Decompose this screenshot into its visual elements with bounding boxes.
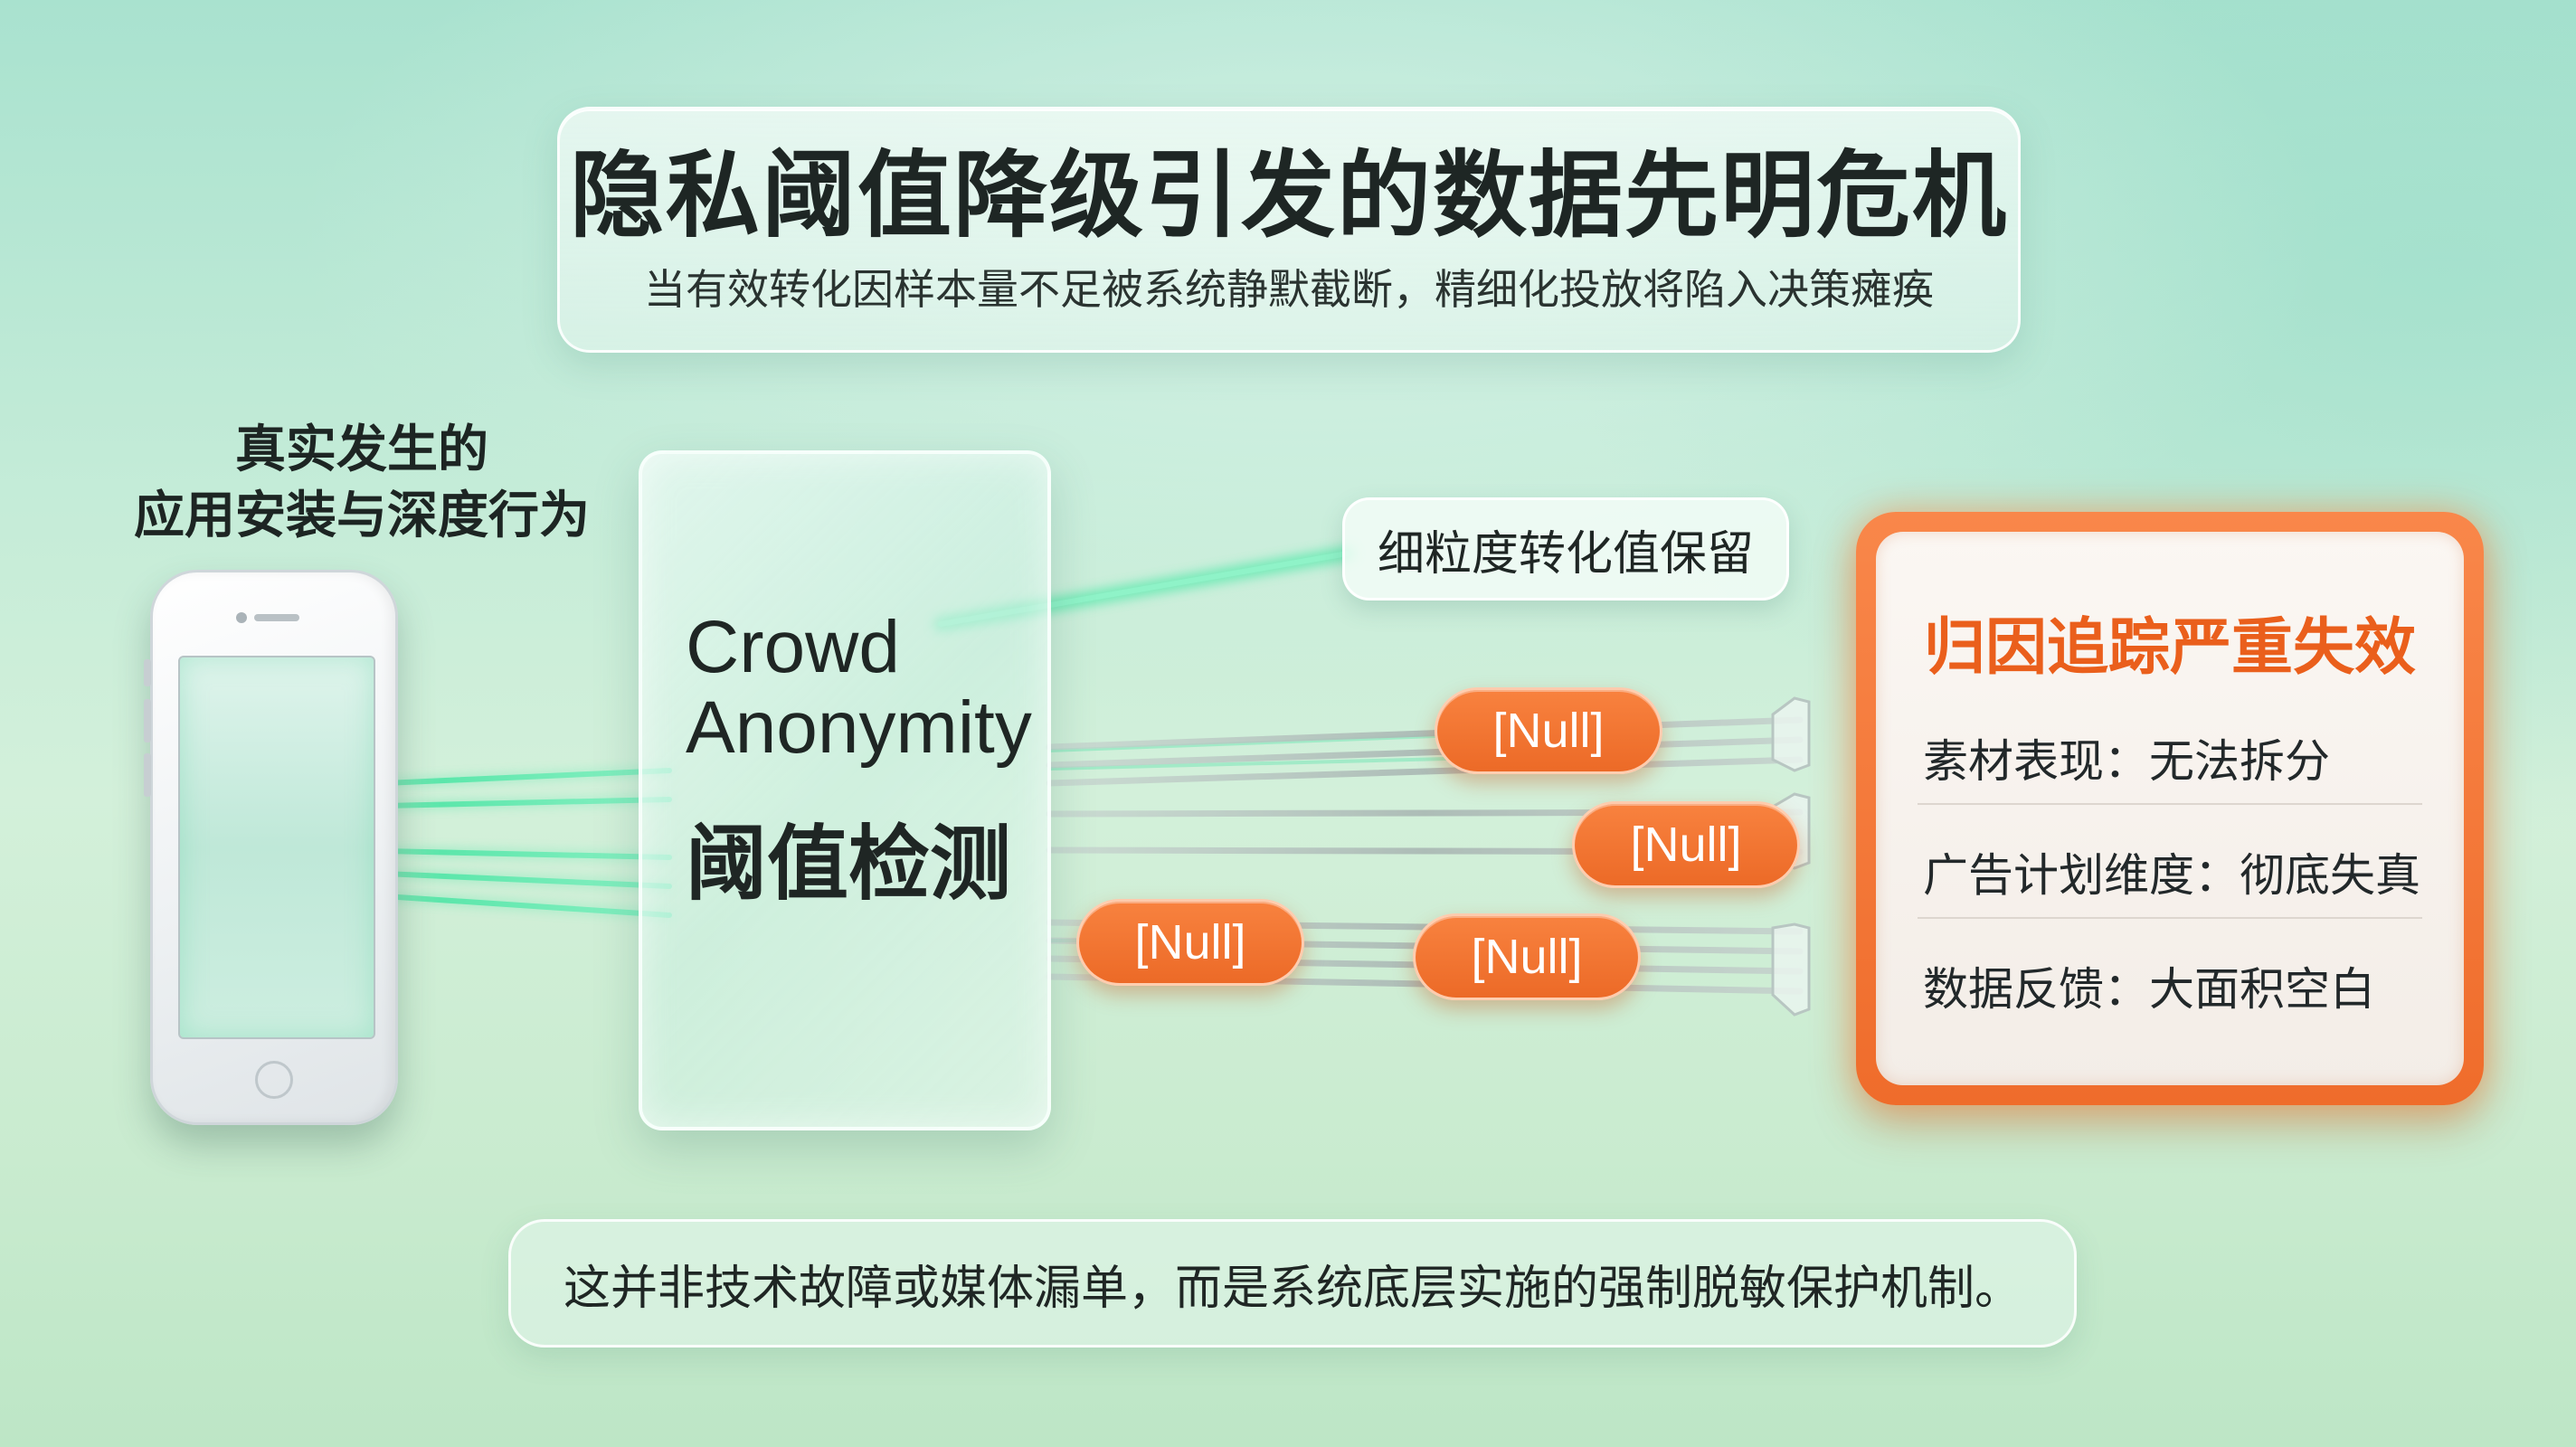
filter-line2: Anonymity xyxy=(686,686,1032,769)
page-subtitle: 当有效转化因样本量不足被系统静默截断，精细化投放将陷入决策瘫痪 xyxy=(644,265,1934,314)
failure-card-body: 归因追踪严重失效 素材表现：无法拆分 广告计划维度：彻底失真 数据反馈：大面积空… xyxy=(1876,532,2464,1085)
attribution-failure-card: 归因追踪严重失效 素材表现：无法拆分 广告计划维度：彻底失真 数据反馈：大面积空… xyxy=(1856,512,2484,1105)
smartphone-icon xyxy=(144,570,398,1125)
failure-title: 归因追踪严重失效 xyxy=(1923,612,2416,684)
page-title: 隐私阈值降级引发的数据先明危机 xyxy=(569,140,2008,251)
phone-screen xyxy=(178,656,375,1039)
phone-mute-switch xyxy=(144,659,151,686)
phone-volume-up xyxy=(144,699,151,742)
phone-volume-down xyxy=(144,753,151,797)
footer-note: 这并非技术故障或媒体漏单，而是系统底层实施的强制脱敏保护机制。 xyxy=(508,1219,2077,1348)
divider xyxy=(1918,917,2422,919)
null-badge: [Null] xyxy=(1076,899,1304,986)
threshold-filter-panel: Crowd Anonymity 阈值检测 xyxy=(639,450,1051,1130)
failure-item: 素材表现：无法拆分 xyxy=(1923,735,2330,788)
null-badge: [Null] xyxy=(1572,801,1800,888)
failure-item: 广告计划维度：彻底失真 xyxy=(1923,849,2420,902)
divider xyxy=(1918,803,2422,805)
failure-item: 数据反馈：大面积空白 xyxy=(1923,963,2375,1016)
phone-home-button xyxy=(255,1061,293,1099)
source-caption-line1: 真实发生的 xyxy=(235,421,488,479)
green-beams-in xyxy=(341,768,672,918)
phone-camera xyxy=(236,612,247,623)
filter-line1: Crowd xyxy=(686,606,900,688)
retained-value-label: 细粒度转化值保留 xyxy=(1342,497,1789,601)
filter-name-en: Crowd Anonymity xyxy=(686,606,1032,769)
phone-speaker xyxy=(254,614,299,621)
null-badge: [Null] xyxy=(1413,913,1641,1000)
source-caption-line2: 应用安装与深度行为 xyxy=(134,486,590,545)
null-badge: [Null] xyxy=(1435,687,1662,774)
filter-label-cn: 阈值检测 xyxy=(686,817,1011,912)
title-card: 隐私阈值降级引发的数据先明危机 当有效转化因样本量不足被系统静默截断，精细化投放… xyxy=(557,107,2021,353)
source-caption: 真实发生的 应用安装与深度行为 xyxy=(109,418,615,550)
